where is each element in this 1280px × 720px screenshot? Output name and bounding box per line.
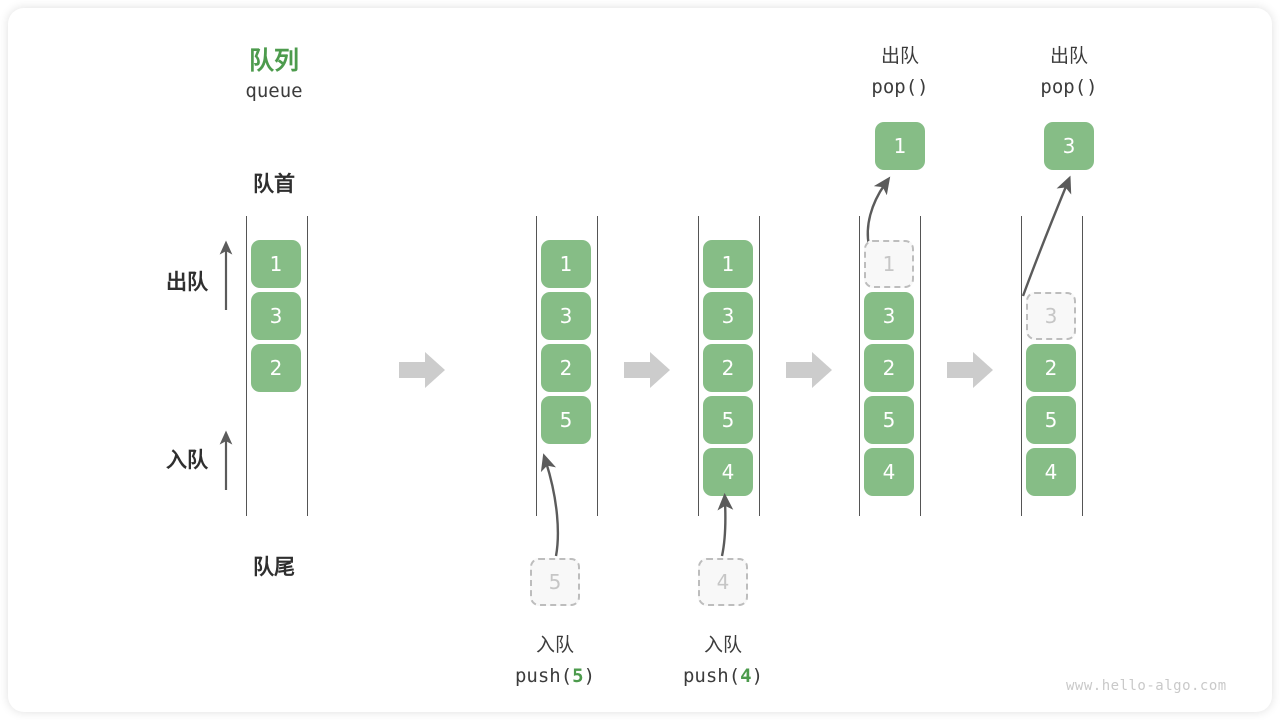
queue-node: 4 [703,448,753,496]
code-prefix: pop( [871,76,918,98]
operation-label-cn: 出队 [1049,45,1088,67]
operation-label-code: pop() [840,76,960,98]
rail-left [536,216,537,516]
operation-label-code: push(4) [663,665,783,687]
operation-label-cn: 入队 [703,634,742,656]
rail-right [759,216,760,516]
step-arrow-icon [399,352,445,388]
rail-left [1021,216,1022,516]
dequeue-direction-label: 出队 [166,270,208,294]
queue-node: 2 [864,344,914,392]
step-arrow-icon [786,352,832,388]
rail-right [307,216,308,516]
rail-right [1082,216,1083,516]
front-label: 队首 [253,172,295,196]
queue-node: 4 [1026,448,1076,496]
incoming-ghost-node: 4 [698,558,748,606]
queue-node: 5 [541,396,591,444]
vacated-ghost-node: 3 [1026,292,1076,340]
popped-node: 3 [1044,122,1094,170]
queue-node: 3 [251,292,301,340]
rail-right [920,216,921,516]
operation-label-code: push(5) [495,665,615,687]
code-prefix: push( [682,665,741,687]
code-suffix: ) [583,665,596,687]
enqueue-direction-arrow-icon [219,430,233,490]
code-suffix: ) [1086,76,1098,98]
code-suffix: ) [917,76,929,98]
dequeue-flow-arrow-icon [1021,175,1072,297]
queue-node: 2 [251,344,301,392]
code-suffix: ) [751,665,764,687]
popped-node: 1 [875,122,925,170]
step-arrow-icon [624,352,670,388]
diagram-card: 队列 queue 队首 队尾 出队 入队 1 3 2 1 3 2 5 5 [8,8,1272,712]
queue-node: 1 [251,240,301,288]
queue-title-en: queue [245,80,303,102]
queue-node: 2 [541,344,591,392]
enqueue-direction-label: 入队 [166,448,208,472]
rail-left [698,216,699,516]
operation-label-code: pop() [1009,76,1129,98]
queue-node: 4 [864,448,914,496]
enqueue-flow-arrow-icon [717,492,734,557]
code-arg: 4 [740,665,752,687]
queue-node: 3 [703,292,753,340]
rail-left [859,216,860,516]
queue-node: 1 [703,240,753,288]
enqueue-flow-arrow-icon [540,453,560,557]
incoming-ghost-node: 5 [530,558,580,606]
vacated-ghost-node: 1 [864,240,914,288]
queue-node: 3 [864,292,914,340]
queue-node: 5 [864,396,914,444]
code-arg: 5 [572,665,584,687]
queue-node: 3 [541,292,591,340]
code-prefix: push( [514,665,573,687]
queue-node: 1 [541,240,591,288]
code-prefix: pop( [1040,76,1087,98]
queue-node: 2 [703,344,753,392]
rear-label: 队尾 [253,555,295,579]
queue-title-cn: 队列 [248,46,299,75]
watermark: www.hello-algo.com [1066,678,1227,694]
queue-node: 5 [703,396,753,444]
rail-right [597,216,598,516]
dequeue-direction-arrow-icon [219,240,233,310]
operation-label-cn: 入队 [535,634,574,656]
step-arrow-icon [947,352,993,388]
queue-node: 5 [1026,396,1076,444]
rail-left [246,216,247,516]
queue-node: 2 [1026,344,1076,392]
operation-label-cn: 出队 [880,45,919,67]
